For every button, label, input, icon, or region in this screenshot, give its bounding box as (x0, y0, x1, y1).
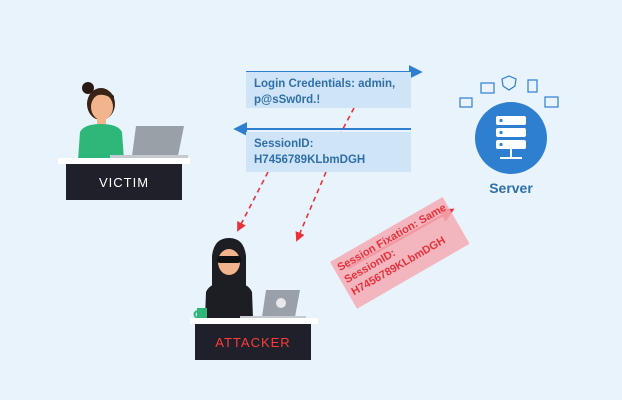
intercept-arrow-2 (295, 171, 327, 242)
shield-icon (501, 75, 517, 91)
intercept-arrow-1 (237, 171, 269, 232)
attacker-label: ATTACKER (195, 324, 311, 360)
session-id-message: SessionID: H7456789KLbmDGH (246, 132, 411, 172)
mail-icon (459, 97, 473, 108)
skull-icon (276, 298, 286, 308)
login-credentials-message: Login Credentials: admin, p@sSw0rd.! (246, 72, 411, 108)
victim-laptop-icon (110, 126, 188, 159)
folder-icon (480, 82, 495, 94)
server-icon (475, 102, 547, 174)
coffee-mug-icon (193, 308, 207, 320)
folder-icon-2 (544, 96, 559, 108)
victim-figure (78, 82, 124, 160)
attacker-desk-top (190, 318, 318, 324)
attacker-figure (205, 238, 253, 318)
server-label: Server (489, 180, 533, 196)
intercept-line-login (335, 107, 355, 143)
victim-desk-top (58, 158, 190, 164)
victim-label: VICTIM (66, 164, 182, 200)
floating-icons (459, 75, 559, 108)
document-icon (527, 79, 538, 93)
